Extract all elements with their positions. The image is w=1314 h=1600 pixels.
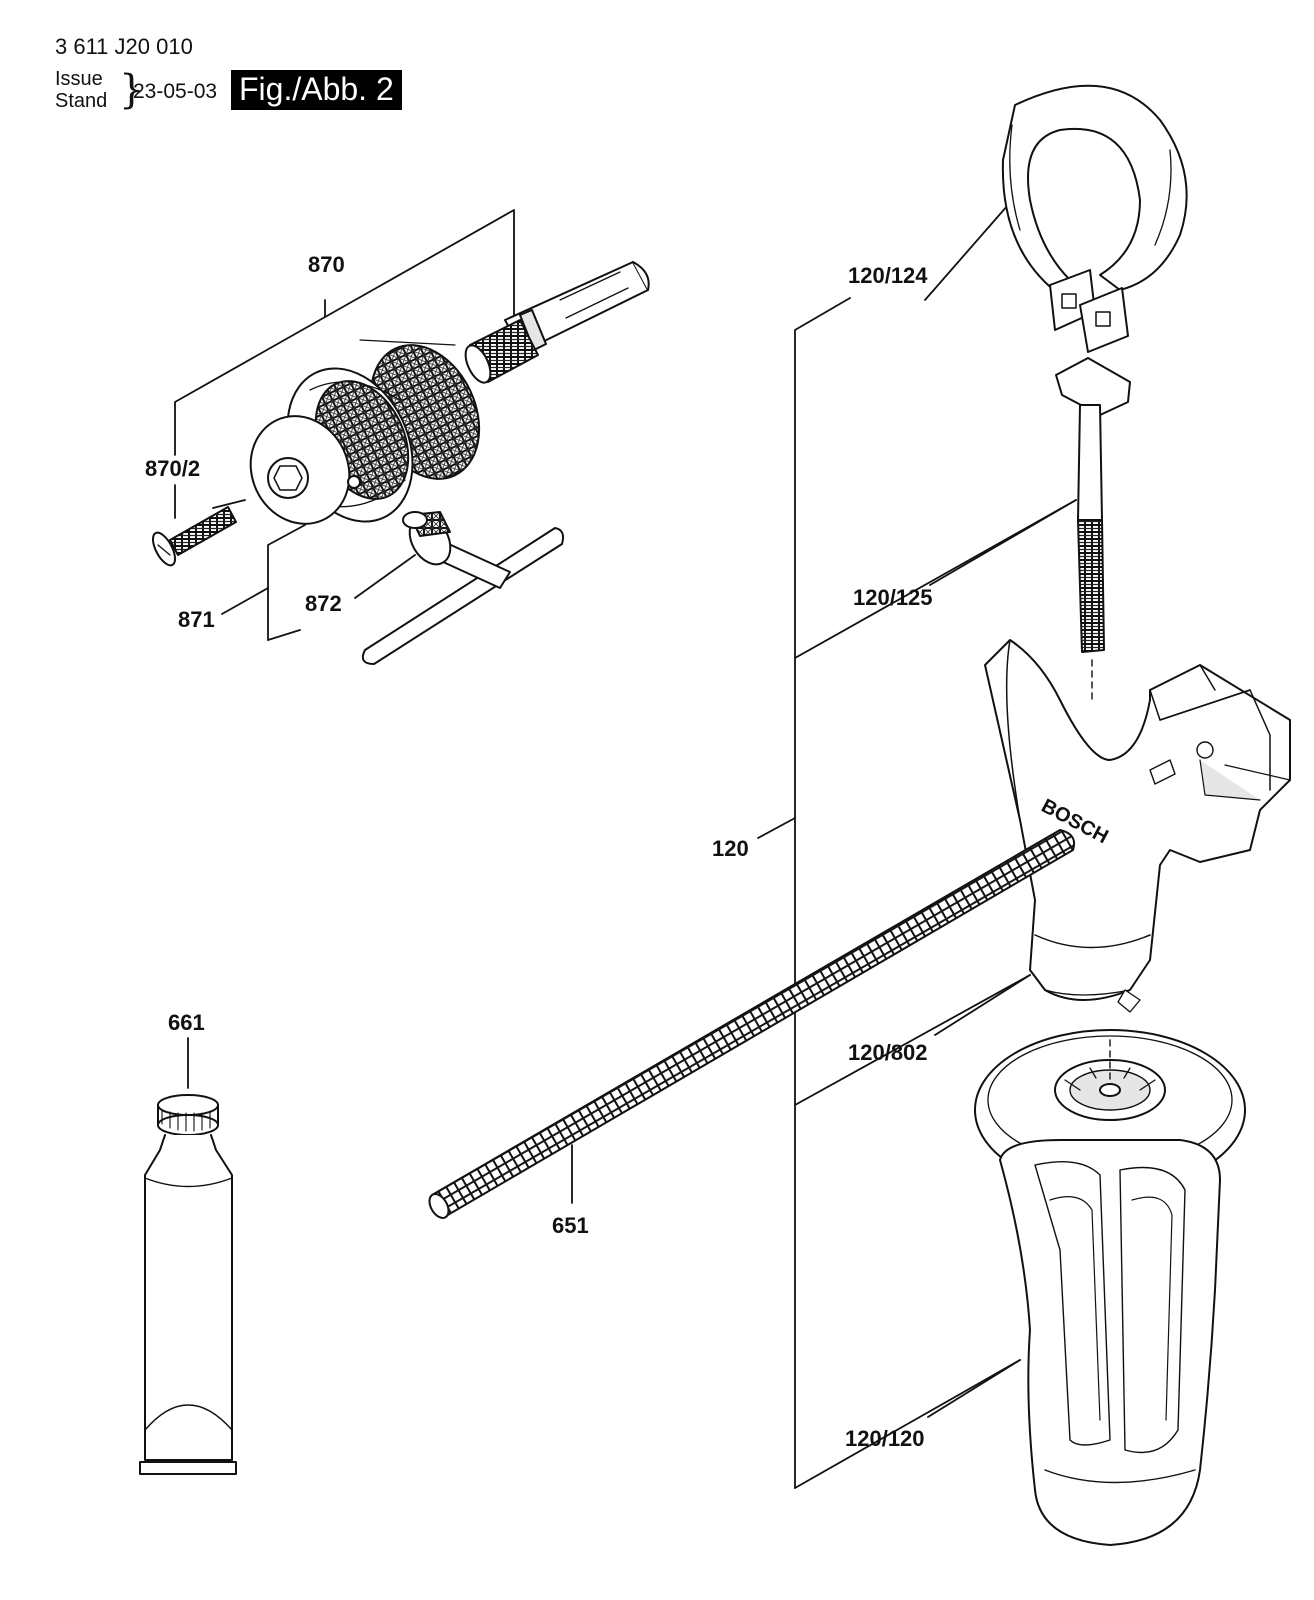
callout-120-802: 120/802: [848, 1040, 928, 1065]
callout-871: 871: [178, 607, 215, 632]
callout-651: 651: [552, 1213, 589, 1238]
issue-date: 23-05-03: [133, 80, 218, 103]
handle-housing-120-802: BOSCH: [984, 639, 1291, 1013]
depth-stop-rod-651: [428, 829, 1076, 1219]
t-bolt-120-125: [1055, 357, 1131, 701]
grease-tube-661: [139, 1094, 237, 1475]
callout-870: 870: [308, 252, 345, 277]
brace-glyph: }: [119, 67, 145, 113]
chuck-key-872: [361, 511, 565, 665]
issue-label: Issue: [55, 68, 103, 90]
callout-labels: 870 870/2 871 872 120/124 120/125 120 12…: [145, 252, 933, 1451]
clamping-band-120-124: [1001, 84, 1188, 353]
stand-label: Stand: [55, 90, 108, 112]
chuck-screw-870-2: [151, 506, 237, 567]
document-number: 3 611 J20 010: [55, 34, 193, 59]
callout-120-120: 120/120: [845, 1426, 925, 1451]
sds-adapter-shank: [464, 261, 650, 384]
figure-label: Fig./Abb. 2: [231, 70, 402, 110]
callout-870-2: 870/2: [145, 456, 200, 481]
callout-120-124: 120/124: [848, 263, 928, 288]
callout-661: 661: [168, 1010, 205, 1035]
keyed-drill-chuck: [249, 339, 481, 525]
callout-120: 120: [712, 836, 749, 861]
grip-120-120: [974, 1029, 1246, 1546]
callout-120-125: 120/125: [853, 585, 933, 610]
callout-872: 872: [305, 591, 342, 616]
leader-lines: [174, 204, 1077, 1489]
